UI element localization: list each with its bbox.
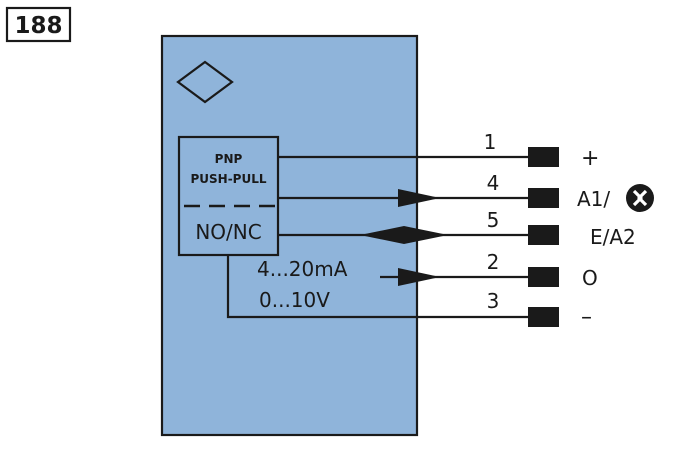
pin-number-4: 4 [487,171,500,195]
output-type-pnp: PNP [215,152,243,166]
figure-number-box: 188 [5,6,72,43]
bidirectional-arrow-pin-5 [360,226,448,244]
output-type-push-pull: PUSH-PULL [190,172,266,186]
pin-numbers: 1 4 5 2 3 [484,130,500,313]
pin-label-5: E/A2 [590,225,636,249]
wire-pin-3 [226,255,528,319]
pin-number-3: 3 [487,289,500,313]
terminal-pin-1 [528,147,559,167]
switching-mode: NO/NC [195,220,261,244]
output-block: PNP PUSH-PULL NO/NC [177,135,280,257]
io-link-icon [626,184,654,212]
terminal-pin-4 [528,188,559,208]
output-arrow-pin-2 [398,268,440,286]
proximity-sensor-symbol-icon [176,60,234,104]
pin-number-1: 1 [484,130,497,154]
terminal-pin-3 [528,307,559,327]
analog-voltage-label: 0...10V [259,288,330,312]
pin-label-3: – [581,305,592,330]
terminal-pin-2 [528,267,559,287]
analog-current-label: 4...20mA [257,257,348,281]
pin-number-2: 2 [487,250,500,274]
pin-label-1: + [581,146,599,171]
pin-label-4: A1/ [577,187,610,211]
terminals [528,147,559,327]
terminal-pin-5 [528,225,559,245]
signal-arrows [360,189,448,286]
pin-label-2: O [582,266,598,290]
figure-number: 188 [14,13,62,39]
output-arrow-pin-4 [398,189,440,207]
pin-labels: + A1/ E/A2 O – [577,146,636,330]
pin-number-5: 5 [487,208,500,232]
